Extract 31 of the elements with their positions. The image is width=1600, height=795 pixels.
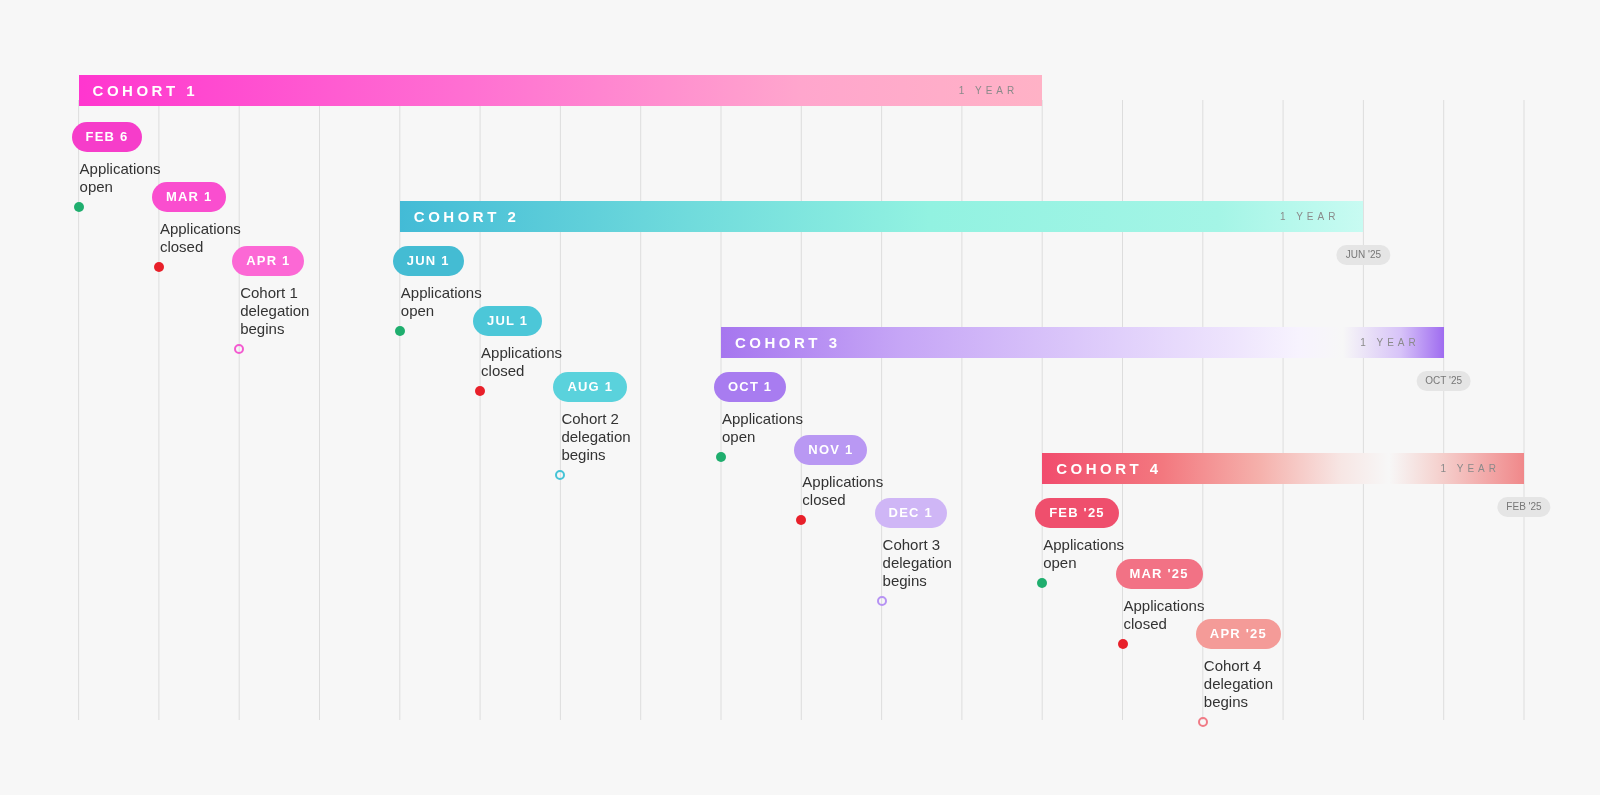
date-pill: DEC 1 <box>874 498 947 528</box>
end-date-tag: OCT '25 <box>1416 371 1472 391</box>
duration-label: 1 YEAR <box>1440 463 1500 474</box>
cohort-title: COHORT 4 <box>1056 460 1162 477</box>
date-pill: MAR '25 <box>1115 559 1203 589</box>
date-pill: APR 1 <box>232 246 305 276</box>
date-pill: JUL 1 <box>473 306 543 336</box>
date-pill: FEB 6 <box>71 122 143 152</box>
milestone-description: Cohort 3 delegation begins <box>882 536 953 590</box>
duration-label: 1 YEAR <box>1280 211 1340 222</box>
end-date-tag: FEB '25 <box>1497 497 1551 517</box>
cohort-bar <box>1042 453 1524 484</box>
milestone-description: Cohort 2 delegation begins <box>561 410 632 464</box>
cohort-bar <box>721 327 1444 358</box>
date-pill: APR '25 <box>1195 619 1281 649</box>
cohort-title: COHORT 3 <box>735 334 841 351</box>
date-pill: FEB '25 <box>1035 498 1119 528</box>
duration-label: 1 YEAR <box>958 85 1019 96</box>
cohort-title: COHORT 1 <box>92 82 199 99</box>
cohort-bar <box>399 201 1364 232</box>
cohort-bar <box>78 75 1043 106</box>
date-pill: NOV 1 <box>794 435 868 465</box>
date-pill: AUG 1 <box>553 372 628 402</box>
milestone-description: Cohort 4 delegation begins <box>1203 657 1275 711</box>
duration-label: 1 YEAR <box>1360 337 1420 348</box>
date-pill: JUN 1 <box>392 246 464 276</box>
cohort-title: COHORT 2 <box>413 208 520 225</box>
date-pill: OCT 1 <box>714 372 787 402</box>
end-date-tag: JUN '25 <box>1336 245 1390 265</box>
date-pill: MAR 1 <box>151 182 227 212</box>
milestone-description: Cohort 1 delegation begins <box>240 284 311 338</box>
